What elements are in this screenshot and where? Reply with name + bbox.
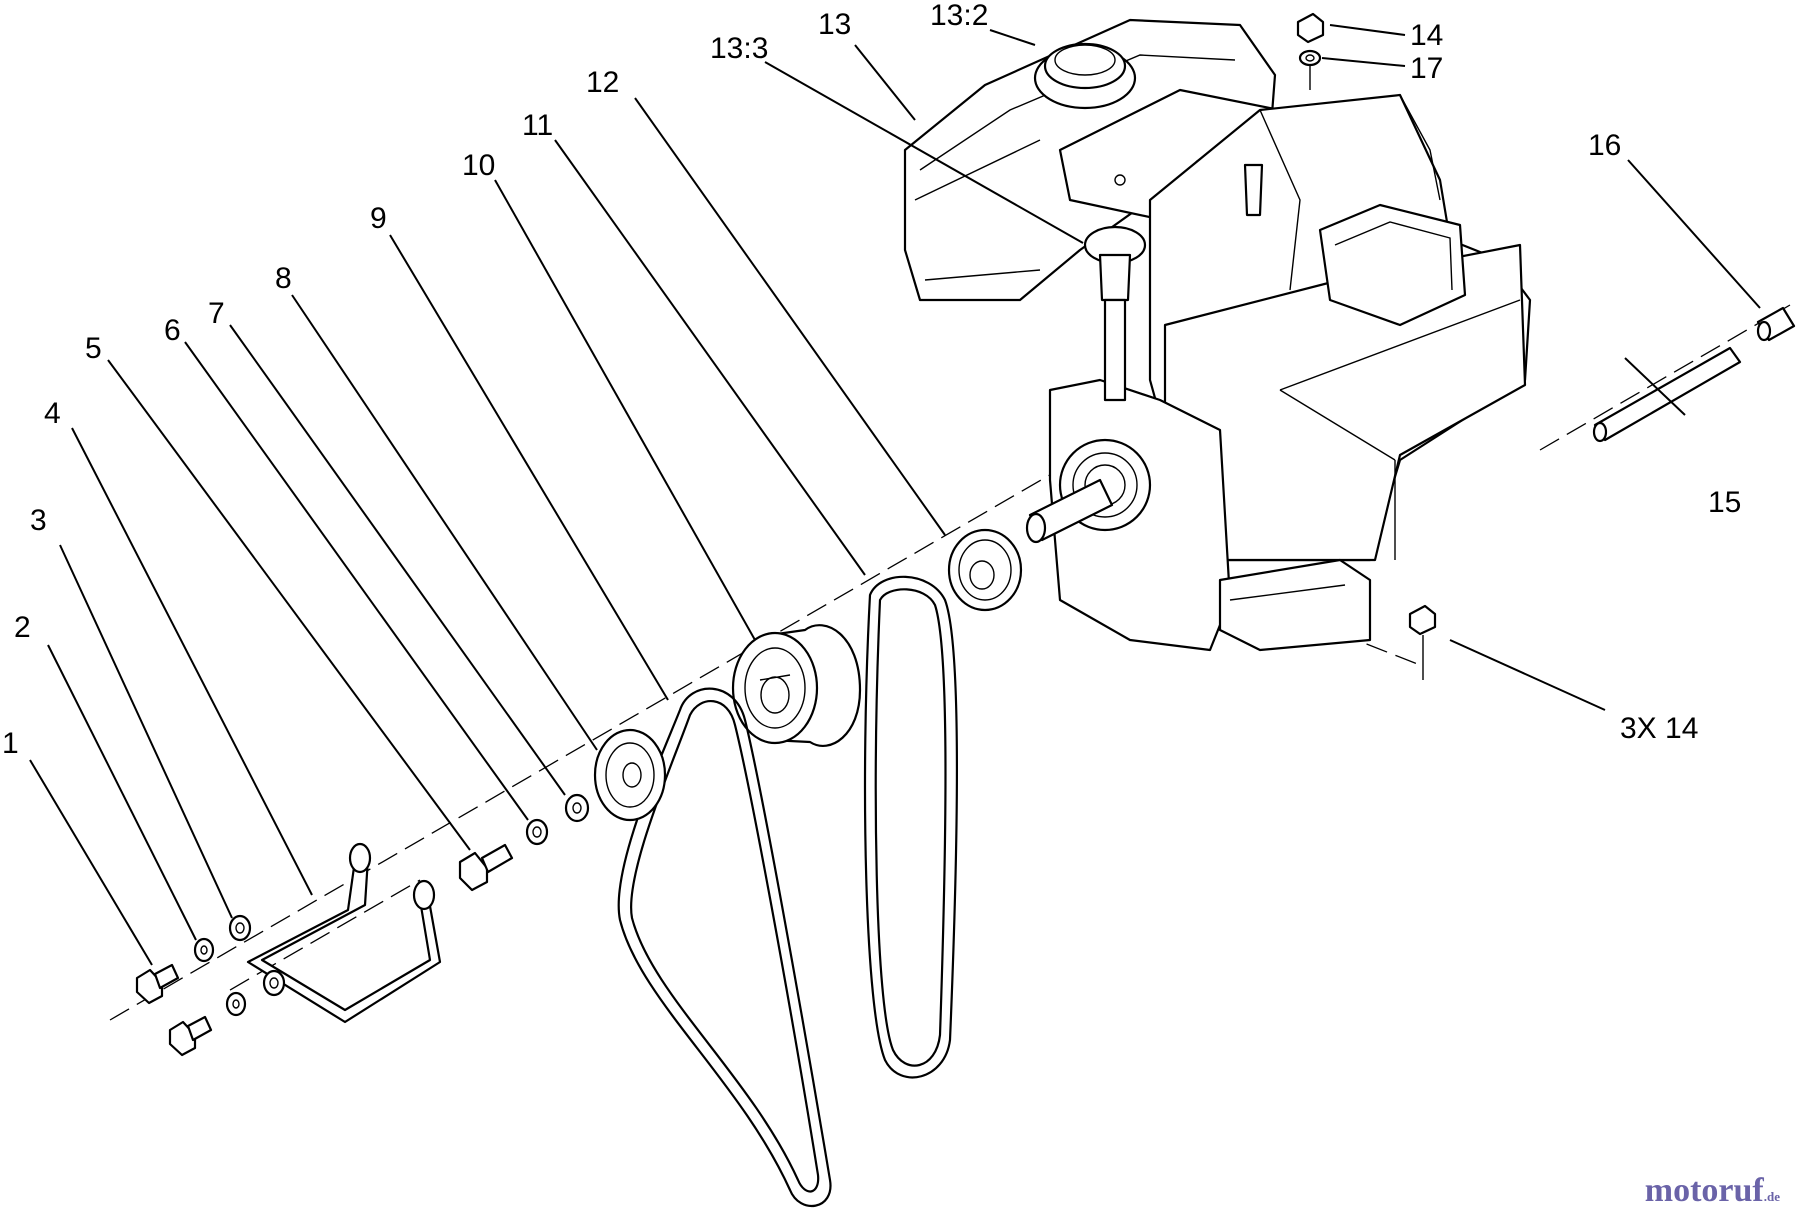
lock-washer-2: [193, 937, 215, 963]
callout-12: 12: [586, 66, 619, 99]
belt-guide-4: [246, 850, 442, 1024]
callout-8: 8: [275, 262, 292, 295]
callout-1: 1: [2, 727, 19, 760]
bolt-5: [458, 843, 514, 892]
bolt-1-second: [168, 1015, 213, 1057]
callout-2: 2: [14, 611, 31, 644]
callout-16: 16: [1588, 129, 1621, 162]
callout-labels: 1 2 3 4 5 6 7 8 9 10 11 12 13:3 13 13:2 …: [2, 0, 1741, 760]
spacer-tube-15: [1593, 346, 1742, 442]
hex-nut-3x14: [1408, 604, 1437, 636]
lock-washer-6: [525, 818, 549, 846]
engine-assembly: [903, 18, 1532, 652]
watermark-tld: .de: [1763, 1189, 1780, 1204]
callout-9: 9: [370, 202, 387, 235]
drive-belt-11: [863, 575, 959, 1079]
air-cleaner-cover: [1318, 203, 1467, 327]
callout-5: 5: [85, 332, 102, 365]
washer-7: [564, 793, 590, 823]
callout-6: 6: [164, 314, 181, 347]
callout-11: 11: [522, 109, 553, 142]
watermark-logo: motoruf.de: [1645, 1172, 1780, 1210]
engine-pulley-12: [947, 528, 1023, 612]
washer-3: [228, 914, 252, 942]
callout-4: 4: [44, 397, 61, 430]
callout-15: 15: [1708, 486, 1741, 519]
callout-10: 10: [462, 149, 495, 182]
callout-14: 14: [1410, 19, 1443, 52]
assembly-axis-line: [109, 439, 1111, 1021]
callout-7: 7: [208, 297, 225, 330]
bolt-1: [135, 963, 180, 1005]
dipstick-tube: [1103, 298, 1127, 402]
watermark-name: motoruf: [1644, 1172, 1764, 1209]
lever-axis-line: [229, 879, 421, 991]
callout-3: 3: [30, 504, 47, 537]
engine-base: [1218, 558, 1372, 652]
leader-lines: [29, 24, 1761, 966]
spacer-axis-line: [1539, 304, 1791, 451]
callout-3x14: 3X 14: [1620, 712, 1698, 745]
washer-17: [1298, 49, 1322, 67]
auger-belt-9: [617, 687, 832, 1208]
pulley-8: [593, 728, 667, 822]
callout-17: 17: [1410, 52, 1443, 85]
callout-13-2: 13:2: [930, 0, 988, 32]
hex-nut-14: [1296, 12, 1325, 44]
pulley-10: [731, 624, 862, 747]
callout-13-3: 13:3: [710, 32, 768, 65]
callout-13: 13: [818, 8, 851, 41]
